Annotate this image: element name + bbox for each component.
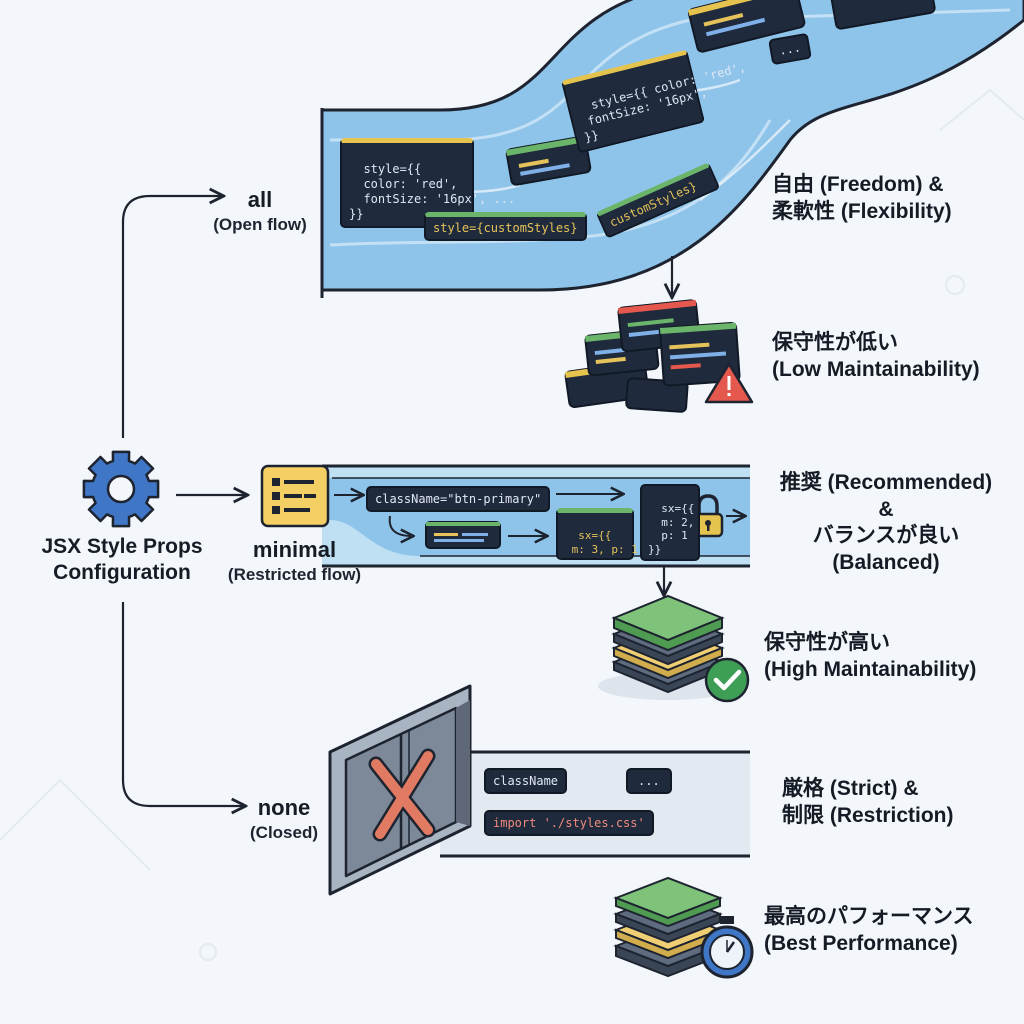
custom-styles-code: style={customStyles} [433, 221, 578, 235]
minimal-trait-line1: 推奨 (Recommended) [779, 471, 993, 494]
minimal-traits-text: 推奨 (Recommended) & バランスが良い (Balanced) [768, 470, 1004, 577]
import-code: import './styles.css' [493, 816, 645, 830]
option-minimal-name: minimal [252, 537, 337, 562]
minimal-outcome-line1: 保守性が高い [764, 631, 890, 654]
none-trait-line2: 制限 (Restriction) [782, 803, 954, 827]
all-outcome-line2: (Low Maintainability) [772, 357, 980, 381]
background-decoration [0, 88, 1024, 961]
classname-only-code: className [493, 774, 559, 788]
central-title-line1: JSX Style Props [41, 535, 203, 558]
gear-icon [82, 450, 160, 528]
warning-icon [704, 362, 754, 404]
minimal-trait-line4: (Balanced) [832, 550, 940, 574]
none-outcome-line1: 最高のパフォーマンス [764, 905, 974, 928]
all-trait-line2: 柔軟性 (Flexibility) [772, 199, 952, 223]
neat-layer-stack-icon [598, 594, 750, 703]
option-all-name: all [247, 187, 273, 212]
style-object-code: style={{ color: 'red', fontSize: '16px',… [349, 162, 516, 221]
option-minimal-label: minimal (Restricted flow) [212, 536, 377, 585]
central-node-label: JSX Style Props Configuration [22, 534, 222, 587]
sx-locked-code-card: sx={{ m: 2, p: 1 }} [640, 484, 700, 561]
floating-code-card [688, 0, 806, 53]
floating-code-card [505, 135, 592, 186]
option-all-subtitle: (Open flow) [213, 214, 307, 234]
sx-code: sx={{ m: 3, p: 1 [571, 528, 638, 556]
option-minimal-subtitle: (Restricted flow) [227, 564, 362, 584]
stopwatch-icon [700, 916, 754, 979]
none-outcome-text: 最高のパフォーマンス (Best Performance) [764, 904, 974, 957]
floating-dots-code: ... [777, 40, 802, 58]
code-card [425, 521, 501, 549]
none-traits-text: 厳格 (Strict) & 制限 (Restriction) [782, 776, 954, 829]
all-traits-text: 自由 (Freedom) & 柔軟性 (Flexibility) [772, 172, 952, 225]
all-outcome-line1: 保守性が低い [772, 331, 898, 354]
minimal-trait-line2: & [878, 497, 894, 521]
none-outcome-line2: (Best Performance) [764, 931, 958, 955]
floating-code-card [829, 0, 936, 30]
classname-only-code-card: className [484, 768, 568, 794]
messy-code-pile-icon [564, 299, 754, 413]
option-none-subtitle: (Closed) [250, 822, 318, 842]
style-object-code-card: style={{ color: 'red', fontSize: '16px',… [340, 138, 515, 228]
closed-gate-icon [328, 684, 472, 896]
none-dots-code-card: ... [626, 768, 672, 794]
sx-locked-code: sx={{ m: 2, p: 1 }} [648, 501, 695, 556]
option-none-name: none [257, 795, 311, 820]
classname-code: className="btn-primary" [375, 492, 542, 506]
performance-stack-icon [613, 876, 754, 979]
filter-box-icon [260, 464, 330, 528]
all-trait-line1: 自由 (Freedom) & [772, 173, 944, 196]
none-trait-line1: 厳格 (Strict) & [782, 777, 919, 800]
minimal-trait-line3: バランスが良い [812, 524, 960, 548]
minimal-outcome-text: 保守性が高い (High Maintainability) [764, 630, 976, 683]
minimal-outcome-line2: (High Maintainability) [764, 657, 977, 681]
classname-code-card: className="btn-primary" [366, 486, 551, 512]
all-outcome-text: 保守性が低い (Low Maintainability) [772, 330, 980, 383]
cross-icon [368, 748, 436, 842]
branch-connectors [121, 196, 246, 806]
central-title-line2: Configuration [53, 561, 191, 585]
none-dots-code: ... [638, 774, 660, 788]
option-none-label: none (Closed) [236, 794, 332, 843]
custom-styles-code-card: style={customStyles} [424, 212, 587, 241]
sx-code-card: sx={{ m: 3, p: 1 [556, 508, 638, 561]
import-code-card: import './styles.css' [484, 810, 654, 836]
lock-icon [692, 494, 724, 538]
check-icon [704, 657, 750, 703]
option-all-label: all (Open flow) [200, 186, 320, 235]
